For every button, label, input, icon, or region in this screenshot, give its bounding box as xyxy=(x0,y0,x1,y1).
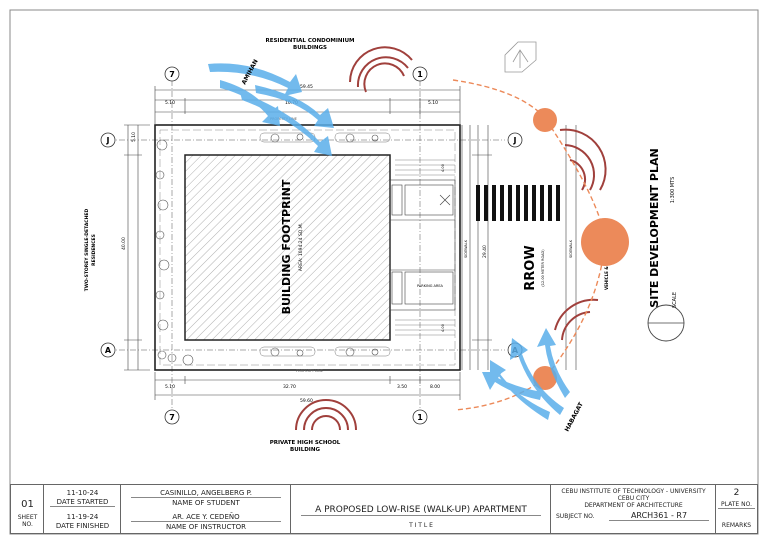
entrance-steps xyxy=(395,159,455,336)
school-name: CEBU INSTITUTE OF TECHNOLOGY - UNIVERSIT… xyxy=(561,488,706,495)
sun-path xyxy=(452,79,606,411)
amihan-wind-icon xyxy=(208,63,334,156)
bottom-label-line1: PRIVATE HIGH SCHOOL xyxy=(270,440,341,446)
grid-lines xyxy=(108,80,505,410)
rrow-sub-label: (12.00 METER ROAD) xyxy=(541,249,545,287)
date-finished-label: DATE FINISHED xyxy=(55,522,110,530)
school-cell: CEBU INSTITUTE OF TECHNOLOGY - UNIVERSIT… xyxy=(551,485,716,533)
sun-icon-noon xyxy=(581,218,629,266)
sheet-cell: 01 SHEET NO. xyxy=(11,485,44,533)
sidewalk-label-left: SIDEWALK xyxy=(464,239,468,258)
dates-cell: 11-10-24 DATE STARTED 11-19-24 DATE FINI… xyxy=(44,485,121,533)
noise-rings-bottom xyxy=(295,399,357,431)
lot-boundary xyxy=(154,124,461,371)
building-footprint xyxy=(184,154,391,341)
plate-label: PLATE NO. xyxy=(718,501,755,509)
student-name: CASINILLO, ANGELBERG P. xyxy=(131,489,281,498)
remarks-label: REMARKS xyxy=(721,522,752,529)
grid-label-j-left: J xyxy=(106,136,110,145)
dim-left-b: 5.10 xyxy=(131,132,137,142)
dim-bottom-total: 59.60 xyxy=(300,398,313,404)
subject-number: ARCH361 - R7 xyxy=(609,511,709,521)
sheet-number: 01 xyxy=(21,499,34,510)
noise-rings-top xyxy=(349,46,413,93)
dim-top-c: 5.10 xyxy=(428,100,438,106)
sidewalk-label-right: SIDEWALK xyxy=(569,239,573,258)
student-label: NAME OF STUDENT xyxy=(172,499,240,507)
names-cell: CASINILLO, ANGELBERG P. NAME OF STUDENT … xyxy=(121,485,291,533)
scale-label: SCALE xyxy=(672,292,678,308)
dim-bottom-c: 3.50 xyxy=(397,384,407,390)
title-block: 01 SHEET NO. 11-10-24 DATE STARTED 11-19… xyxy=(10,484,758,534)
sun-icon-morning xyxy=(533,108,557,132)
grid-label-j-right: J xyxy=(513,136,517,145)
grid-label-7-bottom: 7 xyxy=(169,413,175,422)
top-label-line1: RESIDENTIAL CONDOMINIUM xyxy=(265,38,354,44)
scale-text: 1:300 MTS xyxy=(670,177,676,204)
habagat-label: HABAGAT xyxy=(564,401,586,433)
grid-label-1-top: 1 xyxy=(417,70,423,79)
dim-bottom-a: 5.10 xyxy=(165,384,175,390)
left-dimensions xyxy=(124,124,150,371)
instructor-label: NAME OF INSTRUCTOR xyxy=(165,523,247,531)
dim-top-b: 5.10 xyxy=(165,100,175,106)
site-plan-title: SITE DEVELOPMENT PLAN xyxy=(648,148,661,307)
dim-top-total: 59.45 xyxy=(300,84,313,90)
subject-label: SUBJECT NO. xyxy=(556,513,595,520)
habagat-wind-icon xyxy=(482,328,570,420)
school-city: CEBU CITY xyxy=(617,495,650,502)
sun-icon-afternoon xyxy=(533,366,557,390)
title-cell: A PROPOSED LOW-RISE (WALK-UP) APARTMENT … xyxy=(291,485,551,533)
left-label-line2: RESIDENCES xyxy=(91,234,97,266)
plate-cell: 2 PLATE NO. REMARKS xyxy=(716,485,757,533)
bottom-dimensions xyxy=(154,372,461,400)
bottom-label-line2: BUILDING xyxy=(290,447,320,453)
dim-right-a: 29.40 xyxy=(482,245,488,258)
parking-area xyxy=(389,179,456,311)
instructor-name: AR. ACE Y. CEDEÑO xyxy=(131,513,281,522)
project-title: A PROPOSED LOW-RISE (WALK-UP) APARTMENT xyxy=(301,505,541,516)
sheet-border xyxy=(9,9,759,535)
date-started-label: DATE STARTED xyxy=(50,498,115,507)
top-label-line2: BUILDINGS xyxy=(293,45,327,51)
right-dimensions xyxy=(472,125,492,370)
entrance-dim-1: 4.00 xyxy=(441,164,445,172)
sheet-label: SHEET NO. xyxy=(17,514,38,528)
footprint-title: BUILDING FOOTPRINT xyxy=(280,179,293,314)
date-finished: 11-19-24 xyxy=(66,513,99,521)
dim-left-a: 40.00 xyxy=(121,237,127,250)
dim-bottom-d: 8.00 xyxy=(430,384,440,390)
parking-area-label: PARKING AREA xyxy=(417,284,444,288)
rrow-label: RROW xyxy=(523,245,538,290)
date-started: 11-10-24 xyxy=(66,489,99,497)
title-label: T I T L E xyxy=(409,522,433,529)
road xyxy=(461,125,577,370)
department: DEPARTMENT OF ARCHITECTURE xyxy=(584,502,683,509)
north-arrow-icon xyxy=(504,41,537,73)
landscaping xyxy=(155,133,379,366)
plate-number: 2 xyxy=(733,488,740,498)
entrance-dim-2: 4.00 xyxy=(441,324,445,332)
footprint-area: AREA: 1094.24 SQ.M. xyxy=(298,223,304,271)
dim-bottom-b: 32.70 xyxy=(283,384,296,390)
pedestrian-crossing xyxy=(476,185,560,221)
grid-label-7-top: 7 xyxy=(169,70,175,79)
grid-label-a-left: A xyxy=(105,346,112,355)
property-line-label-bottom: PROPERTY LINE xyxy=(296,369,323,373)
left-label-line1: TWO-STOREY SINGLE-DETACHED xyxy=(84,209,90,292)
top-dimensions xyxy=(154,86,461,124)
grid-label-1-bottom: 1 xyxy=(417,413,423,422)
